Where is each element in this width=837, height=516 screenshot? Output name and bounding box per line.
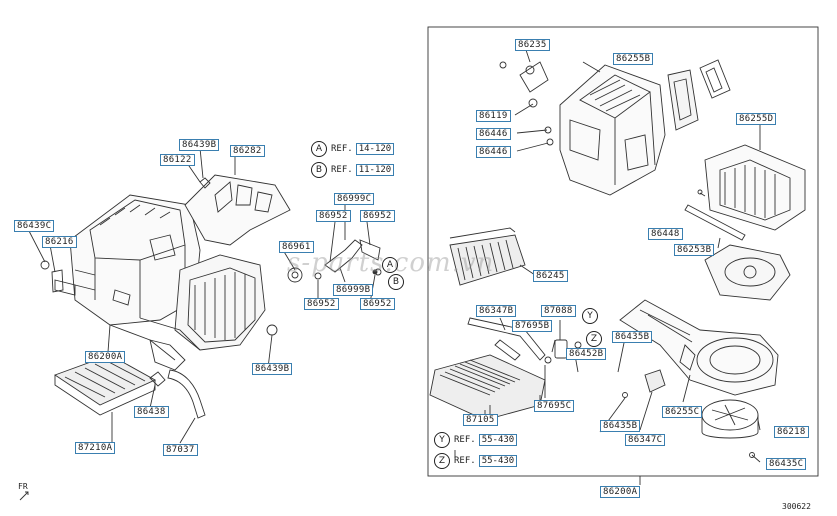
part-label-86952-b[interactable]: 86952 [360,210,395,222]
part-label-86253B[interactable]: 86253B [674,244,715,256]
ref-link-11-120[interactable]: 11-120 [355,164,395,176]
lower-case-86255D [704,144,806,231]
callout-y: Y [582,308,602,324]
part-label-86439B[interactable]: 86439B [179,139,220,151]
part-label-86255D[interactable]: 86255D [736,113,777,125]
part-label-86439B-lower[interactable]: 86439B [252,363,293,375]
upper-cover-86282 [184,174,291,246]
ref-marker-b: B [311,162,327,178]
part-label-86200A-assembly[interactable]: 86200A [600,486,641,498]
part-label-86438[interactable]: 86438 [134,406,169,418]
part-label-86255B[interactable]: 86255B [613,53,654,65]
part-label-86282[interactable]: 86282 [230,145,265,157]
front-marker: FR [18,482,28,491]
part-label-86235[interactable]: 86235 [515,39,550,51]
part-label-86435C[interactable]: 86435C [766,458,807,470]
air-filter-87210A [54,354,156,416]
part-label-86952-d[interactable]: 86952 [360,298,395,310]
part-label-86446-a[interactable]: 86446 [476,128,511,140]
part-label-86439C[interactable]: 86439C [14,220,55,232]
callout-marker-b: B [388,274,404,290]
ref-label-y: REF. [454,435,476,445]
part-label-86952-c[interactable]: 86952 [304,298,339,310]
part-label-86952-a[interactable]: 86952 [316,210,351,222]
part-label-86452B[interactable]: 86452B [566,348,607,360]
part-label-86999C[interactable]: 86999C [334,193,375,205]
part-label-86446-b[interactable]: 86446 [476,146,511,158]
callout-marker-z: Z [586,331,602,347]
callout-z: Z [586,331,606,347]
blower-case-86255C [619,299,779,396]
part-label-86200A[interactable]: 86200A [85,351,126,363]
callout-b: B [388,274,408,290]
ref-marker-z: Z [434,453,450,469]
ref-link-55-430-y[interactable]: 55-430 [478,434,518,446]
callout-marker-y: Y [582,308,598,324]
blower-motor-86218 [701,399,759,439]
part-label-87105[interactable]: 87105 [463,414,498,426]
ref-marker-y: Y [434,432,450,448]
part-label-86961[interactable]: 86961 [279,241,314,253]
part-label-87037[interactable]: 87037 [163,444,198,456]
evaporator-86245 [449,227,526,286]
part-label-87210A[interactable]: 87210A [75,442,116,454]
ref-link-14-120[interactable]: 14-120 [355,143,395,155]
part-label-86255C[interactable]: 86255C [662,406,703,418]
diagram-code: 300622 [782,502,811,511]
part-label-86122[interactable]: 86122 [160,154,195,166]
ref-row-a: A REF.14-120 [311,141,395,157]
part-label-87695C[interactable]: 87695C [534,400,575,412]
ref-row-b: B REF.11-120 [311,162,395,178]
part-label-86218[interactable]: 86218 [774,426,809,438]
ref-link-55-430-z[interactable]: 55-430 [478,455,518,467]
ref-row-y: Y REF.55-430 [434,432,518,448]
part-label-86999B[interactable]: 86999B [333,284,374,296]
upper-case-86255B [559,64,666,196]
part-label-86216[interactable]: 86216 [42,236,77,248]
part-label-86119[interactable]: 86119 [476,110,511,122]
ref-row-z: Z REF.55-430 [434,453,518,469]
ref-label-z: REF. [454,456,476,466]
part-label-87088[interactable]: 87088 [541,305,576,317]
part-label-86448[interactable]: 86448 [648,228,683,240]
callout-a: A [382,257,402,273]
hvac-unit-assembly [54,194,266,371]
ref-label-b: REF. [331,165,353,175]
callout-marker-a: A [382,257,398,273]
part-label-86435B-a[interactable]: 86435B [612,331,653,343]
ref-label-a: REF. [331,144,353,154]
detail-frame [427,26,819,477]
heater-core-87105 [429,354,546,421]
front-arrow [19,491,29,501]
ref-marker-a: A [311,141,327,157]
part-label-87695B[interactable]: 87695B [512,320,553,332]
part-label-86347B[interactable]: 86347B [476,305,517,317]
part-label-86347C[interactable]: 86347C [625,434,666,446]
part-label-86435B-b[interactable]: 86435B [600,420,641,432]
part-label-86245[interactable]: 86245 [533,270,568,282]
